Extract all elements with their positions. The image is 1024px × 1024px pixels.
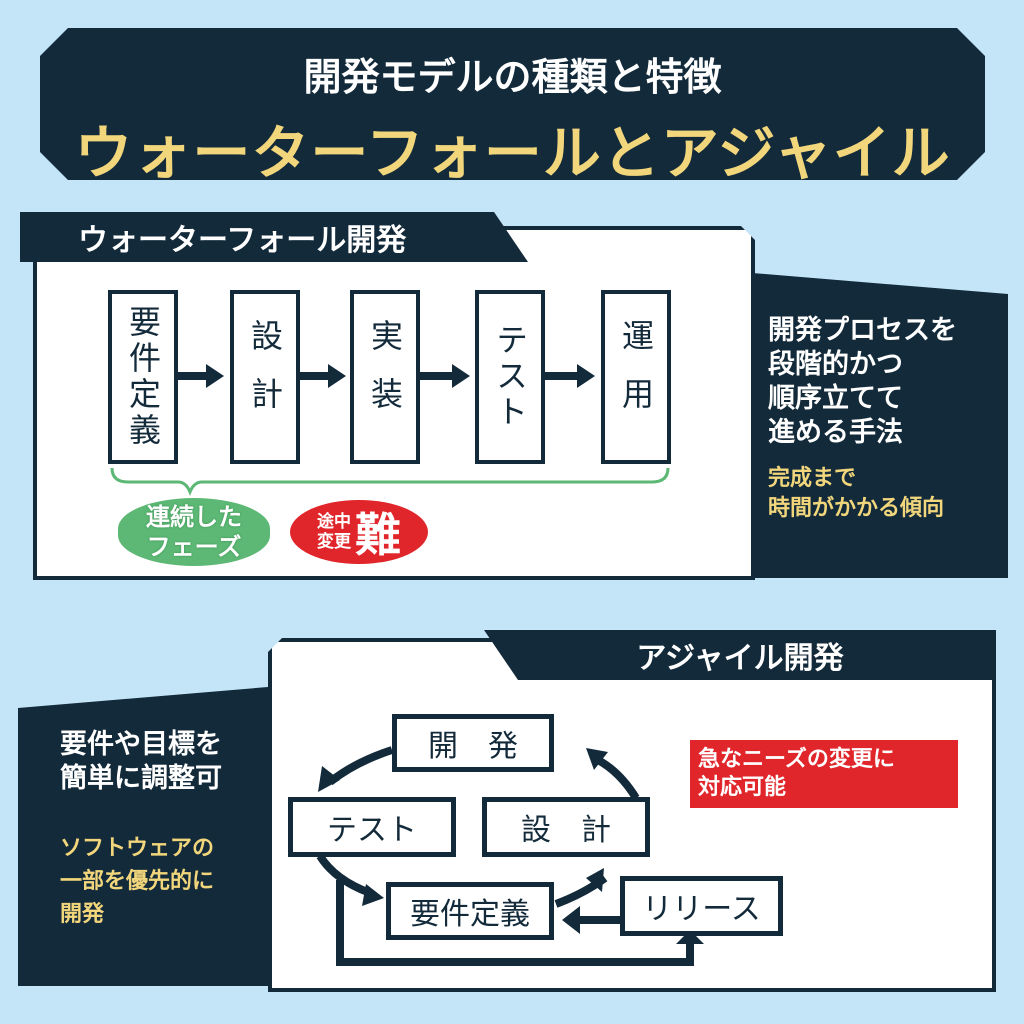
arrow-right-icon	[545, 364, 595, 388]
note-line: 時間がかかる傾向	[768, 496, 945, 521]
arrow-right-icon	[300, 364, 346, 388]
title-banner: 開発モデルの種類と特徴 ウォーターフォールとアジャイル	[40, 28, 985, 180]
arrow-head-icon	[562, 906, 580, 934]
callout-line: 急なニーズの変更に	[698, 747, 895, 772]
hard-to-change-badge: 途中 変更 難	[290, 500, 428, 564]
arrow-head-icon	[676, 930, 704, 944]
note-line: 完成まで	[768, 466, 857, 491]
cycle-test: テスト	[288, 797, 456, 857]
title-line1: 開発モデルの種類と特徴	[303, 55, 722, 99]
waterfall-description-panel: 開発プロセスを 段階的かつ 順序立てて 進める手法 完成まで 時間がかかる傾向	[740, 272, 1008, 578]
arrow-head-icon	[318, 766, 340, 792]
arrow-head-icon	[586, 748, 608, 770]
badge-line: 連続した	[146, 503, 242, 531]
step-test: テスト	[475, 290, 545, 464]
note-line: ソフトウェアの	[60, 836, 215, 861]
desc-line: 順序立てて	[768, 383, 903, 414]
desc-line: 簡単に調整可	[60, 763, 222, 794]
arrow-right-icon	[420, 364, 470, 388]
waterfall-tab: ウォーターフォール開発	[20, 212, 528, 262]
brace-icon	[110, 467, 670, 497]
note-line: 一部を優先的に	[60, 869, 215, 894]
cycle-release: リリース	[620, 876, 783, 936]
arrow-right-icon	[178, 364, 224, 388]
cycle-develop: 開 発	[392, 714, 554, 772]
step-requirements: 要件定義	[108, 290, 178, 464]
arrow-head-icon	[362, 884, 384, 906]
desc-line: 要件や目標を	[60, 729, 222, 760]
title-line2: ウォーターフォールとアジャイル	[74, 119, 951, 187]
waterfall-tab-label: ウォーターフォール開発	[78, 223, 407, 258]
cycle-design: 設 計	[482, 797, 650, 857]
badge-line: フェーズ	[146, 533, 242, 561]
note-line: 開発	[60, 902, 105, 927]
arrow-head-icon	[586, 868, 604, 892]
step-design: 設計	[230, 290, 300, 464]
badge-small: 途中	[317, 512, 351, 532]
desc-line: 開発プロセスを	[768, 315, 957, 346]
badge-small: 変更	[317, 532, 351, 552]
agile-description-panel: 要件や目標を 簡単に調整可 ソフトウェアの 一部を優先的に 開発	[18, 686, 280, 986]
agile-tab: アジャイル開発	[484, 630, 996, 680]
continuous-phase-badge: 連続した フェーズ	[118, 498, 270, 566]
agile-tab-label: アジャイル開発	[636, 641, 844, 676]
cycle-requirements: 要件定義	[386, 882, 554, 940]
desc-line: 段階的かつ	[768, 349, 903, 380]
callout-line: 対応可能	[698, 775, 787, 800]
badge-big: 難	[355, 508, 401, 562]
step-operation: 運用	[601, 290, 671, 464]
step-implementation: 実装	[350, 290, 420, 464]
desc-line: 進める手法	[768, 417, 903, 448]
agile-callout: 急なニーズの変更に 対応可能	[690, 740, 958, 808]
